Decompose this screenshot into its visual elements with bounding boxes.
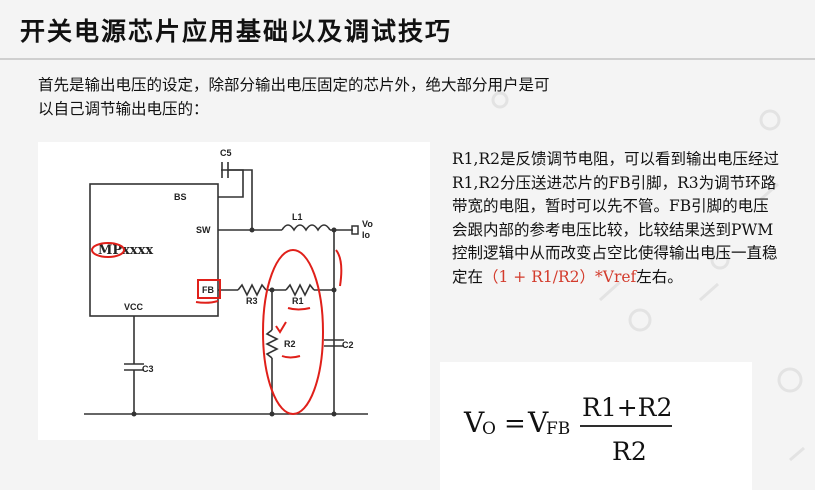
resistor-r2: [265, 329, 279, 359]
output-terminal: [351, 225, 359, 235]
formula-vfb-sub: FB: [546, 419, 570, 439]
capacitor-c2: [324, 339, 344, 347]
explanation-highlight: （1 + R1/R2）*Vref: [483, 267, 637, 286]
buck-converter-schematic: C5 BS SW L1 Vo Io FB R3 R1 R2 C2 VCC C3 …: [38, 142, 430, 440]
annotation-r1r2-circle: [262, 249, 324, 415]
explanation-body: R1,R2是反馈调节电阻，可以看到输出电压经过R1,R2分压送进芯片的FB引脚，…: [452, 150, 779, 286]
chip-label: MPxxxx: [98, 243, 153, 258]
formula-vo-sub: O: [482, 419, 496, 439]
annotation-r1-underline: [287, 307, 311, 311]
annotation-output-marker: [335, 249, 343, 287]
formula-equals: =: [504, 409, 526, 439]
pin-vcc-label: VCC: [124, 302, 144, 312]
explanation-tail: 左右。: [636, 267, 683, 286]
formula-vfb-main: V: [527, 406, 549, 439]
wire-c5-right: [228, 169, 253, 230]
formula-denominator: R2: [612, 437, 647, 466]
label-c5: C5: [220, 148, 232, 158]
annotation-node-check: [275, 321, 287, 334]
inductor-l1: [281, 224, 331, 232]
capacitor-c5: [221, 162, 229, 178]
explanation-paragraph: R1,R2是反馈调节电阻，可以看到输出电压经过R1,R2分压送进芯片的FB引脚，…: [452, 148, 782, 289]
label-vo: Vo: [362, 219, 373, 229]
label-c2: C2: [342, 340, 354, 350]
formula-numerator: R1+R2: [582, 393, 672, 422]
chip-body: [89, 183, 219, 317]
annotation-r2-underline: [281, 355, 301, 359]
capacitor-c3: [124, 363, 144, 371]
resistor-r3: [237, 283, 267, 297]
formula-vo-main: V: [463, 406, 485, 439]
label-r2: R2: [284, 339, 296, 349]
label-io: Io: [362, 230, 371, 240]
formula-panel: V O = V FB R1+R2 R2: [440, 362, 752, 490]
label-r1: R1: [292, 296, 304, 306]
page-title: 开关电源芯片应用基础以及调试技巧: [20, 17, 453, 46]
annotation-chip-scribble: [91, 242, 125, 258]
pin-fb-label: FB: [202, 285, 214, 295]
label-l1: L1: [292, 212, 303, 222]
intro-line-1: 首先是输出电压的设定，除部分输出电压固定的芯片外，绝大部分用户是可: [38, 76, 550, 94]
label-r3: R3: [246, 296, 258, 306]
annotation-fb-underline: [195, 300, 219, 304]
intro-paragraph: 首先是输出电压的设定，除部分输出电压固定的芯片外，绝大部分用户是可 以自己调节输…: [38, 73, 768, 121]
label-c3: C3: [142, 364, 154, 374]
pin-bs-label: BS: [174, 192, 187, 202]
title-divider: [0, 58, 815, 60]
pin-sw-label: SW: [196, 225, 211, 235]
intro-line-2: 以自己调节输出电压的：: [38, 100, 209, 118]
annotation-fb-box: [197, 279, 221, 299]
resistor-r1: [285, 283, 315, 297]
